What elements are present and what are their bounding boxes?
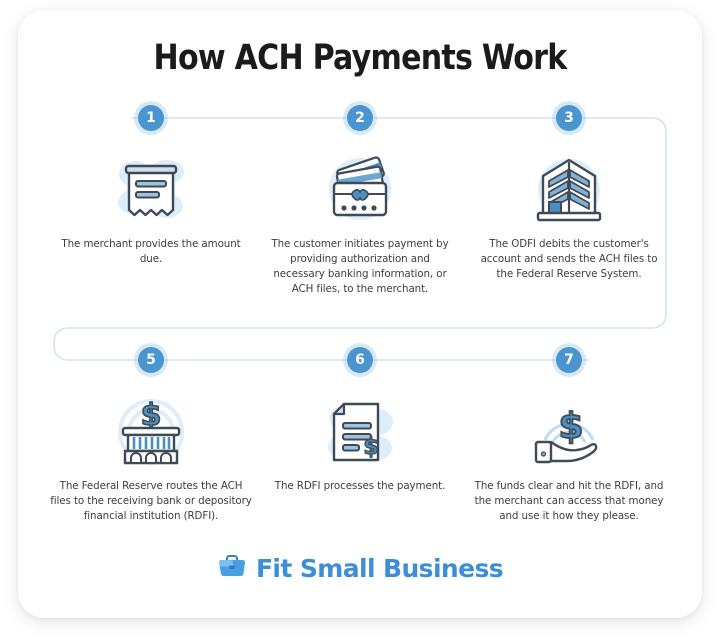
- office-building-icon: [459, 147, 679, 233]
- bank-dollar-icon: $: [41, 389, 261, 475]
- step-7-number: 7: [556, 347, 582, 373]
- step-7: 7 $ The funds clear and hit the RDFI, an…: [459, 347, 679, 524]
- connector-path: [53, 117, 667, 361]
- step-1-number: 1: [138, 105, 164, 131]
- step-3-number: 3: [556, 105, 582, 131]
- brand-name: Fit Small Business: [255, 554, 504, 583]
- step-5-text: The Federal Reserve routes the ACH files…: [50, 480, 252, 522]
- step-6: 6 $ The RDFI processes the payment.: [250, 347, 470, 494]
- step-2-number: 2: [347, 105, 373, 131]
- step-5: 5 $ Th: [41, 347, 261, 524]
- step-6-number: 6: [347, 347, 373, 373]
- step-5-number: 5: [138, 347, 164, 373]
- credit-cards-icon: [250, 147, 470, 233]
- svg-text:$: $: [558, 406, 583, 447]
- step-2-text: The customer initiates payment by provid…: [271, 238, 449, 295]
- invoice-dollar-icon: $: [250, 389, 470, 475]
- page-title: How ACH Payments Work: [153, 38, 568, 78]
- svg-text:$: $: [363, 435, 378, 460]
- svg-text:$: $: [141, 398, 162, 433]
- step-3-text: The ODFI debits the customer's account a…: [480, 238, 658, 280]
- step-2: 2: [250, 105, 470, 297]
- step-1: 1 The merchant provides the amount due.: [41, 105, 261, 267]
- hand-holding-dollar-icon: $: [459, 389, 679, 475]
- brand-logo: Fit Small Business: [18, 553, 702, 584]
- step-3: 3 The ODFI debits the customer's account…: [459, 105, 679, 282]
- infographic-card: How ACH Payments Work 1 The merch: [18, 10, 702, 618]
- step-1-text: The merchant provides the amount due.: [61, 238, 241, 265]
- step-7-text: The funds clear and hit the RDFI, and th…: [474, 480, 664, 522]
- step-6-text: The RDFI processes the payment.: [274, 480, 446, 492]
- receipt-icon: [41, 147, 261, 233]
- briefcase-icon: [217, 553, 247, 584]
